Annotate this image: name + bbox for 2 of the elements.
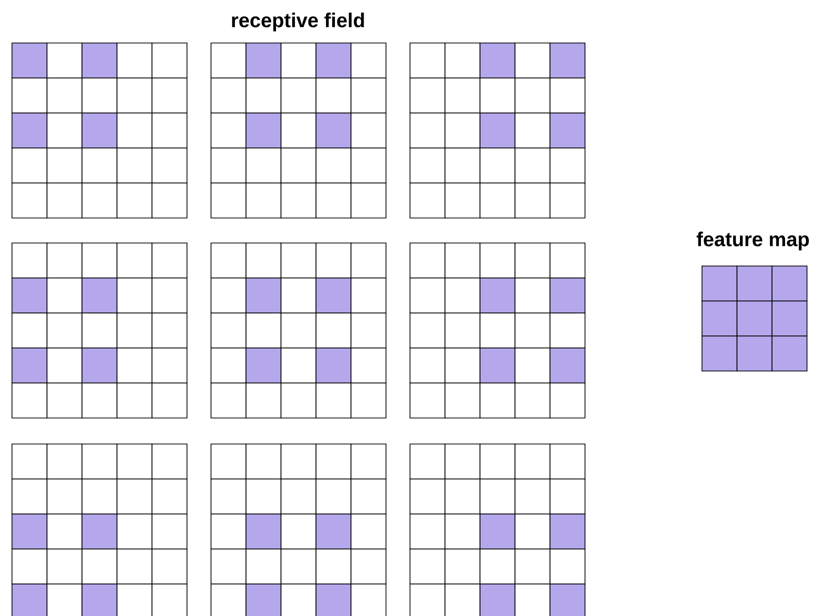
heading: feature map: [696, 232, 809, 250]
heading: receptive field: [232, 12, 364, 32]
